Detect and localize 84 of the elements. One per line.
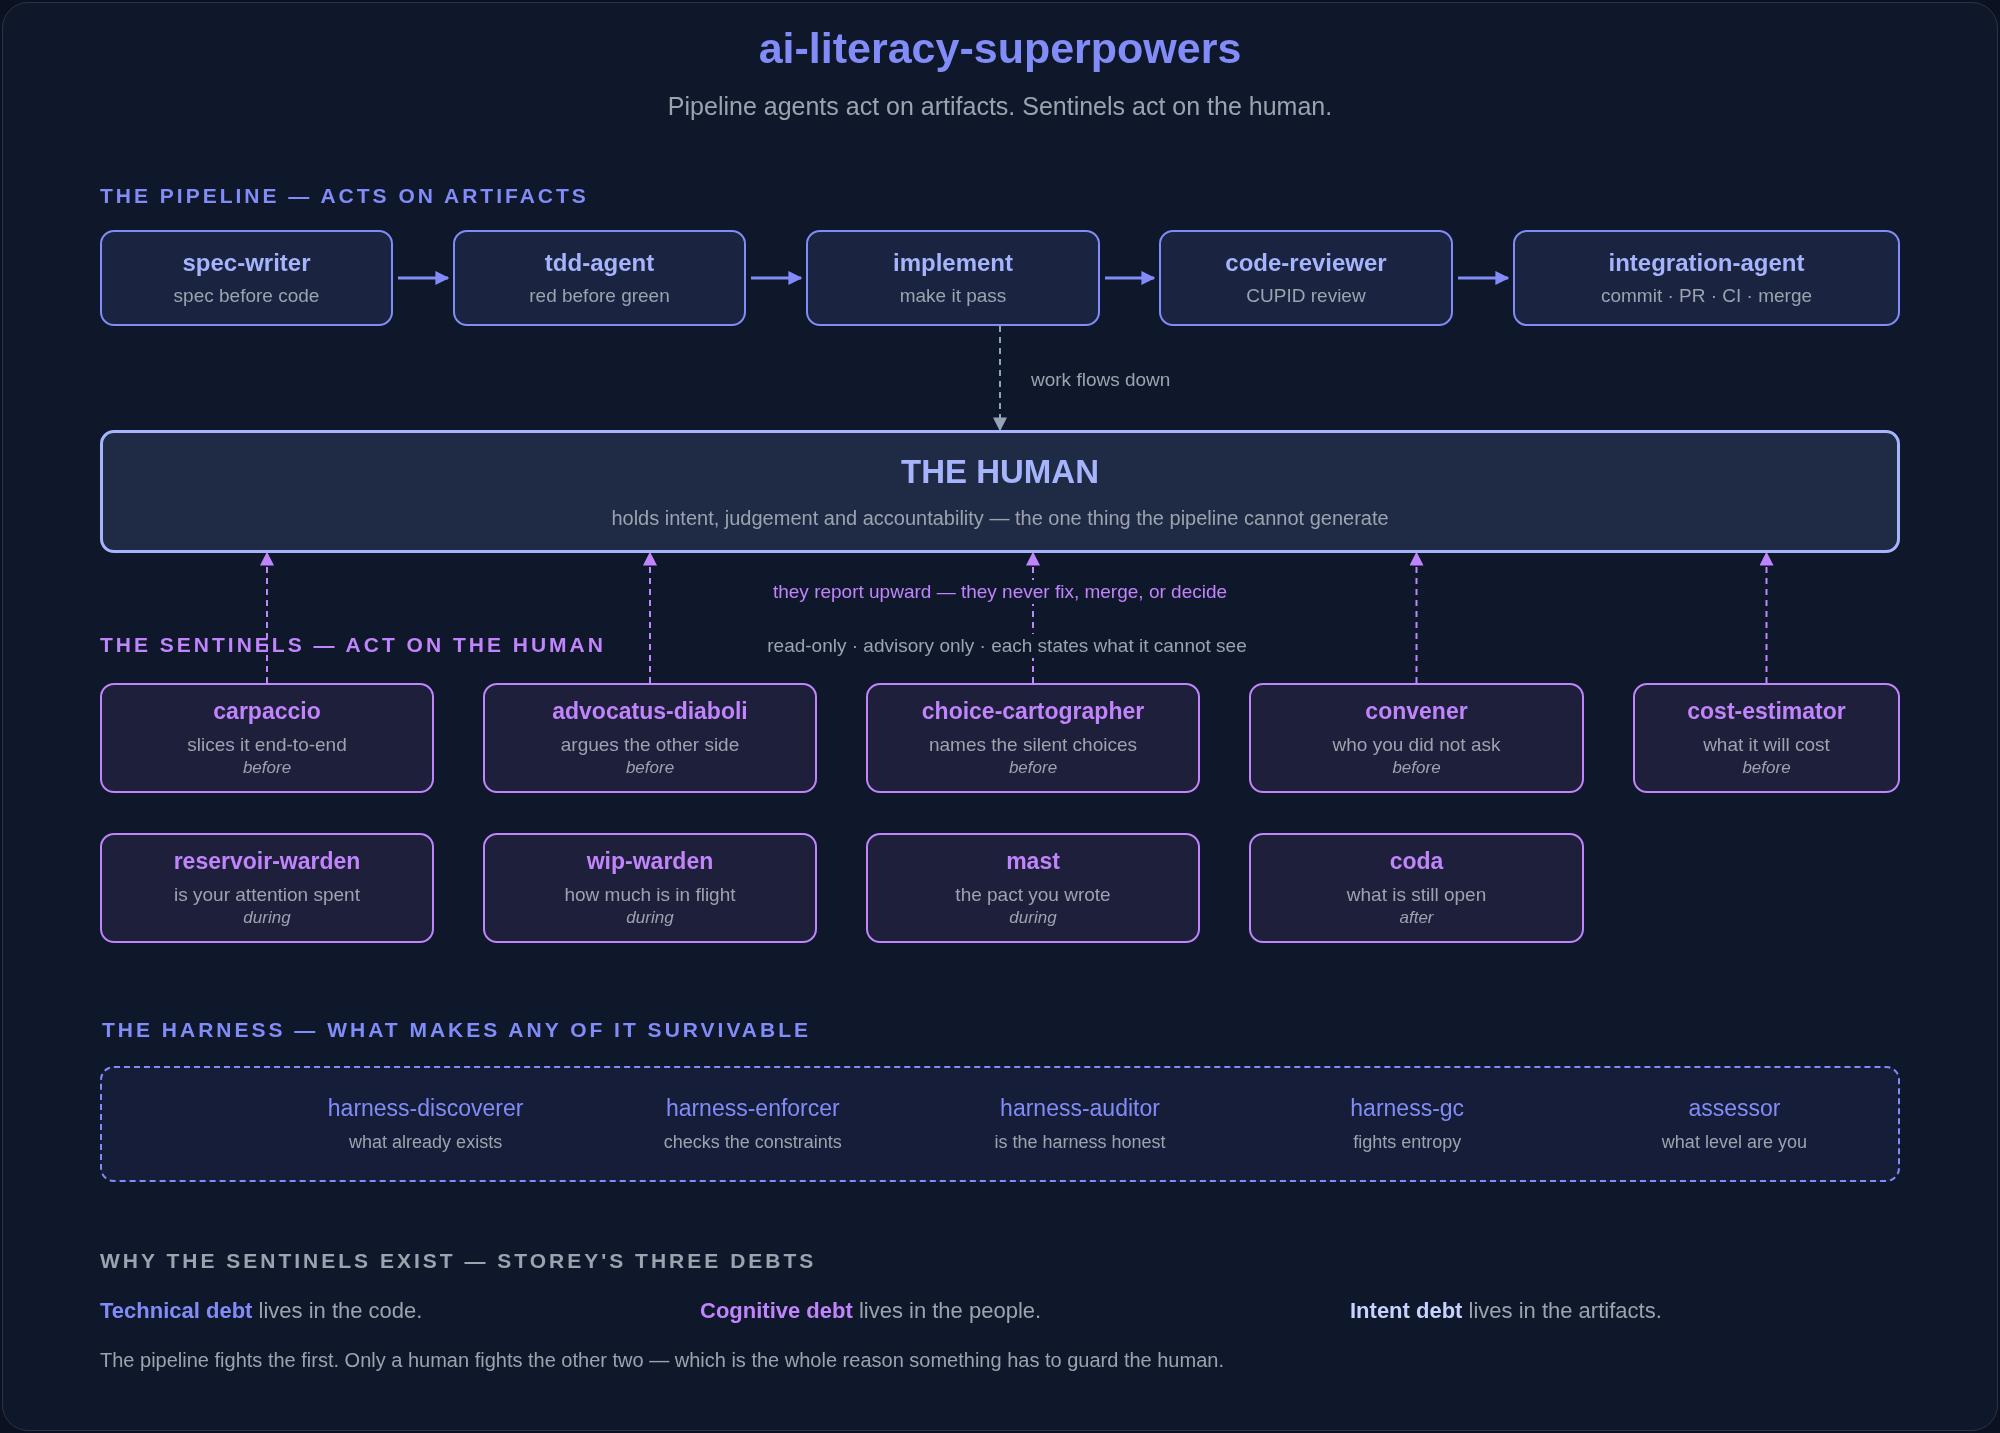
human-heading: THE HUMAN bbox=[901, 453, 1099, 491]
sentinel-name: convener bbox=[1365, 698, 1468, 725]
section-heading: THE HARNESS — WHAT MAKES ANY OF IT SURVIVABLE bbox=[102, 1018, 812, 1042]
agent-name: implement bbox=[893, 249, 1013, 277]
arrow bbox=[260, 551, 274, 684]
sentinel-description: the pact you wrote bbox=[955, 884, 1111, 906]
sentinel-box bbox=[1633, 683, 1900, 793]
harness-agent-description: checks the constraints bbox=[663, 1132, 842, 1153]
section-heading: THE PIPELINE — ACTS ON ARTIFACTS bbox=[100, 184, 589, 208]
harness-agent-name: harness-gc bbox=[1350, 1095, 1465, 1122]
harness-agent-name: harness-enforcer bbox=[665, 1095, 840, 1122]
debt-statement: Cognitive debt lives in the people. bbox=[700, 1298, 1042, 1324]
sentinel-box bbox=[483, 833, 817, 943]
sentinel-name: coda bbox=[1389, 848, 1444, 875]
sentinel-box bbox=[866, 833, 1200, 943]
agent-description: red before green bbox=[529, 285, 670, 307]
harness-agent-description: is the harness honest bbox=[994, 1132, 1166, 1153]
arrow bbox=[398, 271, 450, 285]
timing-note: before bbox=[1008, 758, 1058, 778]
sentinel-name: wip-warden bbox=[586, 848, 714, 875]
arrow bbox=[751, 271, 803, 285]
sentinel-box bbox=[100, 683, 434, 793]
arrow bbox=[1409, 551, 1424, 684]
timing-note: before bbox=[625, 758, 675, 778]
diagram-title: ai-literacy-superpowers bbox=[757, 24, 1243, 73]
agent-name: tdd-agent bbox=[544, 249, 655, 277]
sentinel-name: choice-cartographer bbox=[921, 698, 1145, 725]
sentinel-description: what it will cost bbox=[1703, 734, 1830, 756]
agent-description: spec before code bbox=[173, 285, 320, 307]
sentinel-description: how much is in flight bbox=[564, 884, 736, 906]
arrow bbox=[1458, 271, 1510, 285]
harness-agent-name: assessor bbox=[1688, 1095, 1781, 1122]
section-heading: THE SENTINELS — ACT ON THE HUMAN bbox=[100, 633, 606, 657]
sentinel-description: names the silent choices bbox=[928, 734, 1138, 756]
human-box bbox=[100, 430, 1900, 553]
timing-note: before bbox=[1392, 758, 1441, 778]
agent-name: spec-writer bbox=[182, 249, 311, 277]
agent-name: code-reviewer bbox=[1225, 249, 1387, 277]
sentinel-description: who you did not ask bbox=[1332, 734, 1501, 756]
agent-box bbox=[1159, 230, 1453, 326]
arrow bbox=[1026, 551, 1040, 684]
sentinel-box bbox=[100, 833, 434, 943]
timing-note: during bbox=[626, 908, 674, 928]
arrow bbox=[1759, 551, 1774, 684]
harness-agent-description: what level are you bbox=[1661, 1132, 1807, 1153]
arrow bbox=[1105, 271, 1156, 285]
harness-agent-name: harness-auditor bbox=[1000, 1095, 1160, 1122]
agent-box bbox=[100, 230, 393, 326]
sentinel-description: slices it end-to-end bbox=[187, 734, 347, 756]
agent-box bbox=[1513, 230, 1900, 326]
debt-statement: Technical debt lives in the code. bbox=[100, 1298, 423, 1324]
human-description: holds intent, judgement and accountability — the one thing the pipeline cannot generate bbox=[611, 507, 1389, 530]
section-heading: WHY THE SENTINELS EXIST — STOREY'S THREE DEBTS bbox=[100, 1249, 817, 1273]
harness-agent-name: harness-discoverer bbox=[327, 1095, 524, 1122]
debt-statement: The pipeline fights the first. Only a human fights the other two — which is the whole reason something has to guard the human. bbox=[100, 1349, 1224, 1372]
timing-note: before bbox=[1742, 758, 1791, 778]
agent-description: make it pass bbox=[899, 285, 1007, 307]
harness-agent-description: fights entropy bbox=[1353, 1132, 1462, 1153]
sentinel-box bbox=[866, 683, 1200, 793]
arrow bbox=[643, 551, 657, 684]
sentinel-name: carpaccio bbox=[213, 698, 321, 725]
sentinel-description: argues the other side bbox=[560, 734, 740, 756]
harness-agent-description: what already exists bbox=[349, 1132, 503, 1153]
sentinel-description: what is still open bbox=[1346, 884, 1487, 906]
timing-note: before bbox=[242, 758, 292, 778]
arrow bbox=[993, 325, 1007, 432]
sentinel-box bbox=[1249, 833, 1584, 943]
agent-description: commit · PR · CI · merge bbox=[1600, 285, 1813, 307]
timing-note: after bbox=[1399, 908, 1434, 928]
sentinel-name: reservoir-warden bbox=[173, 848, 361, 875]
agent-description: CUPID review bbox=[1246, 285, 1366, 307]
agent-name: integration-agent bbox=[1608, 249, 1805, 277]
subtitle: Pipeline agents act on artifacts. Sentinels act on the human. bbox=[666, 92, 1334, 121]
sentinel-box bbox=[1249, 683, 1584, 793]
timing-note: during bbox=[243, 908, 291, 928]
sentinel-name: advocatus-diaboli bbox=[552, 698, 748, 725]
timing-note: during bbox=[1009, 908, 1057, 928]
agent-box bbox=[806, 230, 1100, 326]
sentinel-name: cost-estimator bbox=[1687, 698, 1846, 725]
sentinel-description: is your attention spent bbox=[174, 884, 360, 906]
agent-box bbox=[453, 230, 746, 326]
sentinel-name: mast bbox=[1006, 848, 1060, 875]
sentinel-box bbox=[483, 683, 817, 793]
debt-statement: Intent debt lives in the artifacts. bbox=[1350, 1298, 1662, 1324]
